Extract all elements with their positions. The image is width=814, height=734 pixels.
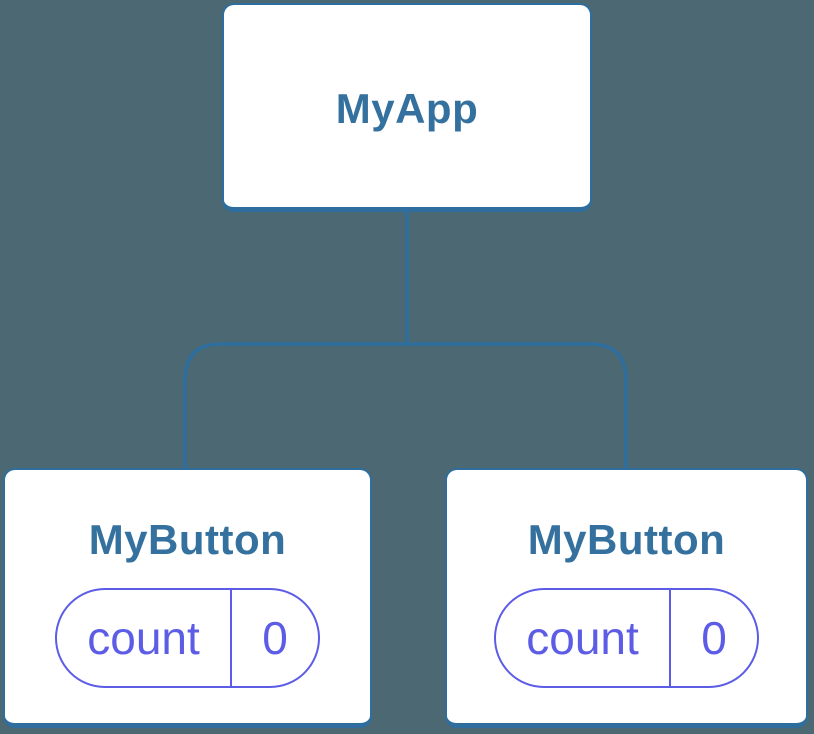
state-value-label: 0: [262, 612, 288, 664]
node-myapp: MyApp: [222, 3, 592, 212]
state-pill-1: count 0: [55, 588, 320, 688]
state-pill-1-value-cell: 0: [232, 590, 318, 686]
node-mybutton-1-label: MyButton: [88, 516, 287, 563]
node-mybutton-2: MyButton count 0: [445, 468, 808, 728]
state-pill-1-name-cell: count: [57, 590, 232, 686]
node-mybutton-1: MyButton count 0: [3, 468, 372, 728]
node-myapp-label: MyApp: [335, 85, 479, 132]
state-pill-2-name-cell: count: [496, 590, 671, 686]
node-mybutton-2-label: MyButton: [527, 516, 726, 563]
connector-branch: [183, 342, 628, 478]
state-value-label: 0: [701, 612, 727, 664]
state-name-label: count: [87, 612, 200, 664]
state-pill-2-value-cell: 0: [671, 590, 757, 686]
state-name-label: count: [526, 612, 639, 664]
state-pill-2: count 0: [494, 588, 759, 688]
